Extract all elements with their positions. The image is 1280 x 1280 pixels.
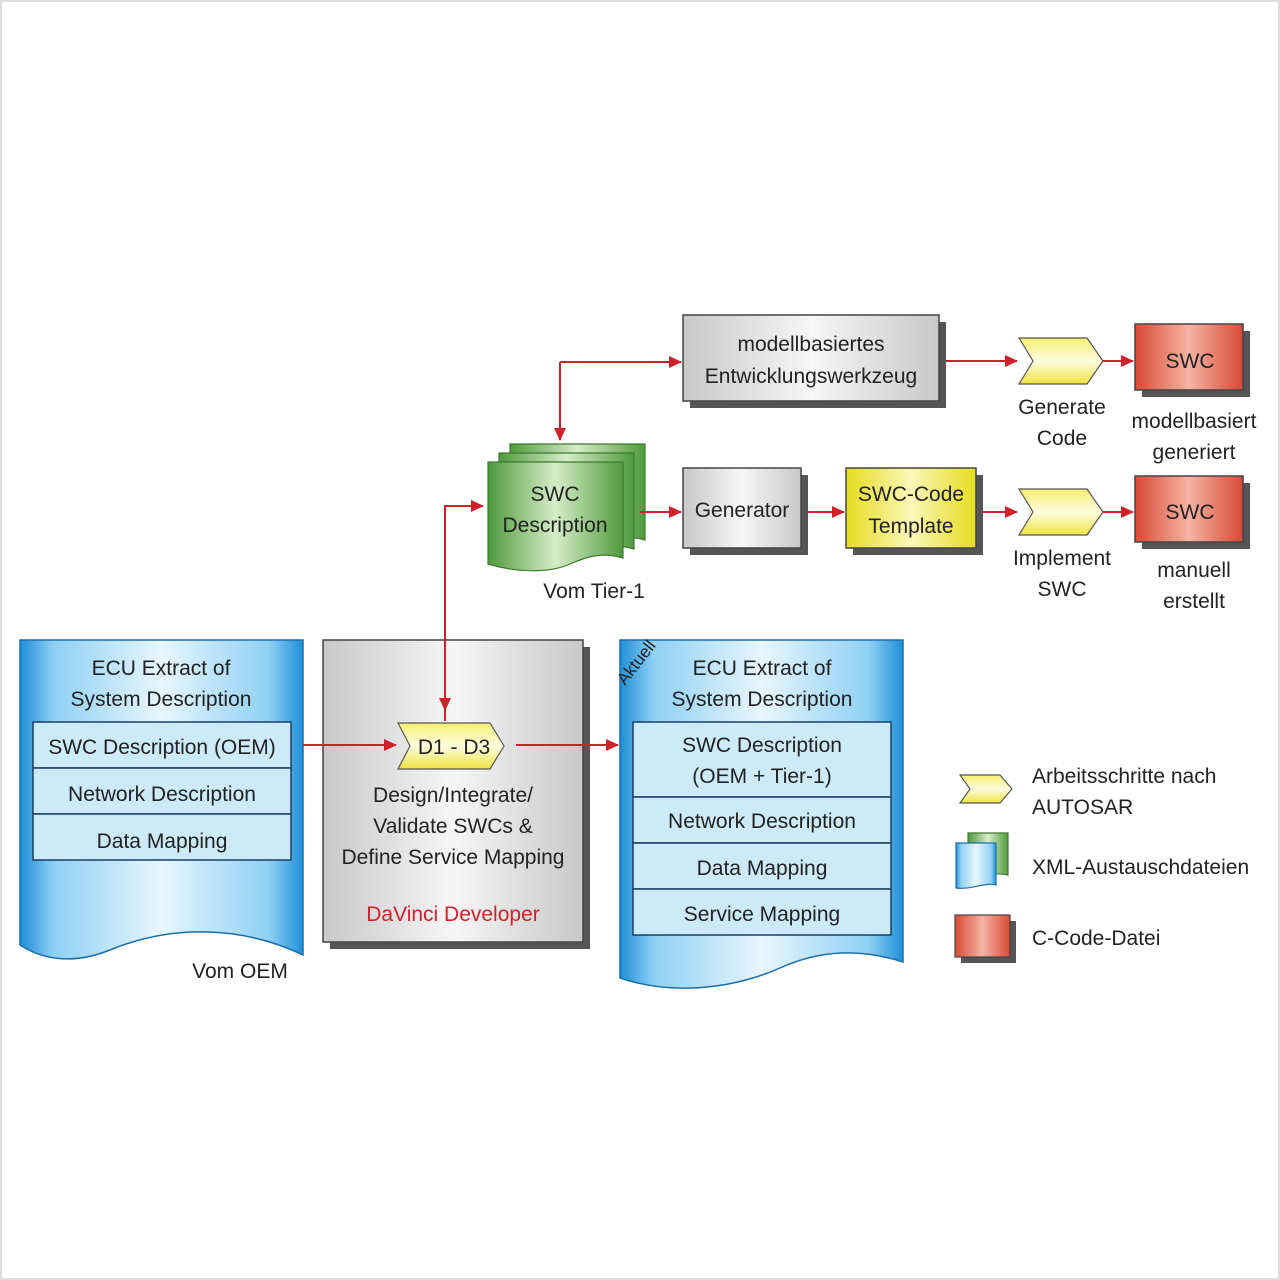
tier1-source-label: Vom Tier-1 — [543, 580, 645, 603]
result-row-swc-1: SWC Description — [682, 734, 842, 757]
swc-generated-box — [1134, 323, 1244, 391]
arrow-swc-desc-to-d1d3 — [439, 505, 470, 711]
swc-generated-caption-2: generiert — [1153, 441, 1236, 464]
legend-autosar-line1: Arbeitsschritte nach — [1032, 765, 1216, 788]
result-row-box-3 — [632, 842, 892, 890]
oem-row-network: Network Description — [68, 783, 256, 806]
oem-doc-title-2: System Description — [71, 688, 252, 711]
result-row-box-2 — [632, 796, 892, 844]
model-tool-line2: Entwicklungswerkzeug — [705, 365, 917, 388]
swc-generated-output: SWC modellbasiert generiert — [1132, 323, 1257, 464]
swc-generated-label: SWC — [1166, 350, 1215, 373]
generator-box: Generator — [682, 467, 808, 555]
implement-swc-line1: Implement — [1013, 547, 1111, 570]
implement-swc-chevron — [1017, 488, 1104, 536]
generate-code-step: Generate Code — [1017, 337, 1106, 450]
davinci-desc-2: Validate SWCs & — [373, 815, 533, 838]
swc-manual-label: SWC — [1166, 501, 1215, 524]
legend: Arbeitsschritte nach AUTOSAR XML-Austaus… — [954, 765, 1249, 963]
model-tool-box-shape — [682, 314, 940, 402]
oem-doc-title-1: ECU Extract of — [92, 657, 231, 680]
implement-swc-step: Implement SWC — [1013, 488, 1111, 601]
d1-d3-step-label: D1 - D3 — [418, 736, 490, 759]
result-row-swc-2: (OEM + Tier-1) — [692, 765, 831, 788]
code-template-line2: Template — [868, 515, 953, 538]
model-based-tool-box: modellbasiertes Entwicklungswerkzeug — [682, 314, 946, 408]
legend-ccode-label: C-Code-Datei — [1032, 927, 1160, 950]
legend-autosar-line2: AUTOSAR — [1032, 796, 1133, 819]
swc-generated-caption-1: modellbasiert — [1132, 410, 1257, 433]
swc-description-document-stack: SWC Description Vom Tier-1 — [487, 443, 646, 603]
oem-row-box-3 — [32, 813, 292, 861]
swc-manual-caption-2: erstellt — [1163, 590, 1225, 613]
davinci-tool-name: DaVinci Developer — [366, 903, 540, 926]
flow-arrows — [303, 355, 1134, 751]
d1-d3-step-chevron — [397, 722, 505, 770]
oem-row-box-2 — [32, 767, 292, 815]
result-row-service: Service Mapping — [684, 903, 840, 926]
generate-code-chevron — [1017, 337, 1104, 385]
code-template-line1: SWC-Code — [858, 483, 964, 506]
davinci-tool-box: D1 - D3 Design/Integrate/ Validate SWCs … — [322, 639, 590, 949]
result-row-network: Network Description — [668, 810, 856, 833]
model-tool-line1: modellbasiertes — [737, 333, 884, 356]
legend-xml-label: XML-Austauschdateien — [1032, 856, 1249, 879]
oem-ecu-extract-document: ECU Extract of System Description SWC De… — [19, 639, 304, 983]
oem-row-swc: SWC Description (OEM) — [48, 736, 276, 759]
swc-manual-output: SWC manuell erstellt — [1134, 475, 1250, 613]
generate-code-line1: Generate — [1018, 396, 1106, 419]
code-template-box: SWC-Code Template — [845, 467, 983, 555]
result-row-box-4 — [632, 888, 892, 936]
result-row-box-1 — [632, 721, 892, 798]
result-doc-title-2: System Description — [672, 688, 853, 711]
legend-autosar-chevron — [958, 774, 1013, 804]
implement-swc-line2: SWC — [1038, 578, 1087, 601]
davinci-desc-1: Design/Integrate/ — [373, 784, 533, 807]
generate-code-line2: Code — [1037, 427, 1087, 450]
swc-desc-line1: SWC — [531, 483, 580, 506]
davinci-box — [322, 639, 584, 943]
generator-label: Generator — [695, 499, 790, 522]
generator-box-shape — [682, 467, 802, 549]
result-ecu-extract-document: Aktuell ECU Extract of System Descriptio… — [613, 637, 904, 989]
legend-ccode-box — [954, 914, 1011, 958]
swc-desc-line2: Description — [502, 514, 607, 537]
code-template-box-shape — [845, 467, 977, 549]
result-row-data: Data Mapping — [697, 857, 828, 880]
legend-xml-blue-sheet — [955, 842, 997, 889]
swc-manual-caption-1: manuell — [1157, 559, 1231, 582]
swc-doc-sheet-front — [487, 461, 624, 572]
result-doc-title-1: ECU Extract of — [693, 657, 832, 680]
oem-row-data: Data Mapping — [97, 830, 228, 853]
davinci-desc-3: Define Service Mapping — [342, 846, 565, 869]
swc-manual-box — [1134, 475, 1244, 543]
oem-source-label: Vom OEM — [192, 960, 288, 983]
